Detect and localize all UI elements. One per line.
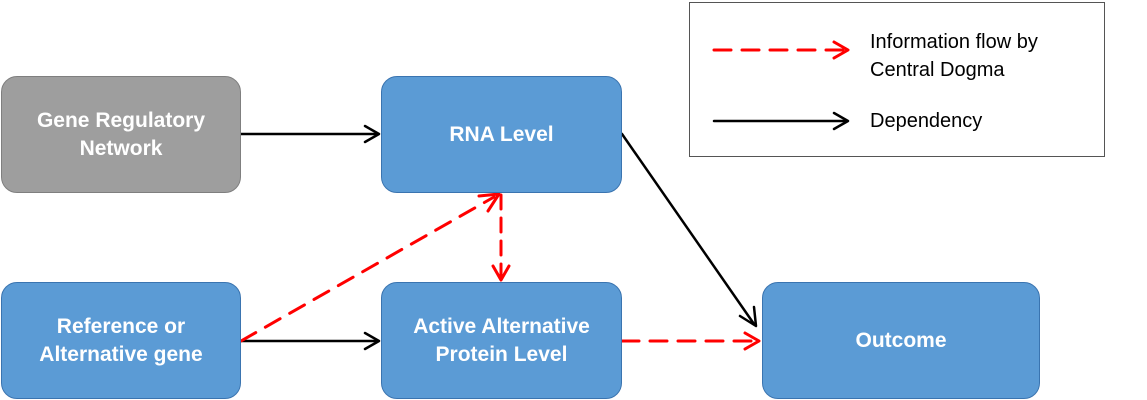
legend-dependency-label: Dependency <box>870 107 982 135</box>
node-gene-regulatory-network: Gene Regulatory Network <box>1 76 241 193</box>
legend-dependency-arrow <box>712 111 850 131</box>
legend-text-line: Dependency <box>870 110 983 132</box>
legend-text-line: Information flow by <box>870 31 1038 53</box>
arrow-ref-to-rna <box>239 192 501 343</box>
legend: Information flow by Central Dogma Depend… <box>689 2 1105 157</box>
node-label: Protein Level <box>435 342 568 366</box>
node-label: Gene Regulatory <box>36 108 206 132</box>
arrow-rna-to-outcome <box>620 132 758 328</box>
legend-text-line: Central Dogma <box>870 59 1005 81</box>
legend-arrows <box>712 40 850 131</box>
node-label: Active Alternative <box>413 314 590 338</box>
node-outcome: Outcome <box>762 282 1040 399</box>
node-active-alternative-protein-level: Active Alternative Protein Level <box>381 282 622 399</box>
legend-info-flow-arrow <box>712 40 850 60</box>
node-reference-or-alternative-gene: Reference or Alternative gene <box>1 282 241 399</box>
node-label: Alternative gene <box>39 342 203 366</box>
node-label: Network <box>79 136 163 160</box>
arrow-rna-to-protein <box>491 193 511 282</box>
node-label: RNA Level <box>449 122 554 146</box>
node-label: Outcome <box>855 328 947 352</box>
node-rna-level: RNA Level <box>381 76 622 193</box>
arrow-protein-to-outcome <box>620 331 761 351</box>
legend-info-flow-label: Information flow by Central Dogma <box>870 28 1038 84</box>
arrow-ref-to-protein <box>239 331 381 351</box>
info-flow-arrows <box>239 192 761 351</box>
arrow-grn-to-rna <box>239 124 381 144</box>
node-label: Reference or <box>56 314 186 338</box>
dependency-arrows <box>239 124 758 351</box>
